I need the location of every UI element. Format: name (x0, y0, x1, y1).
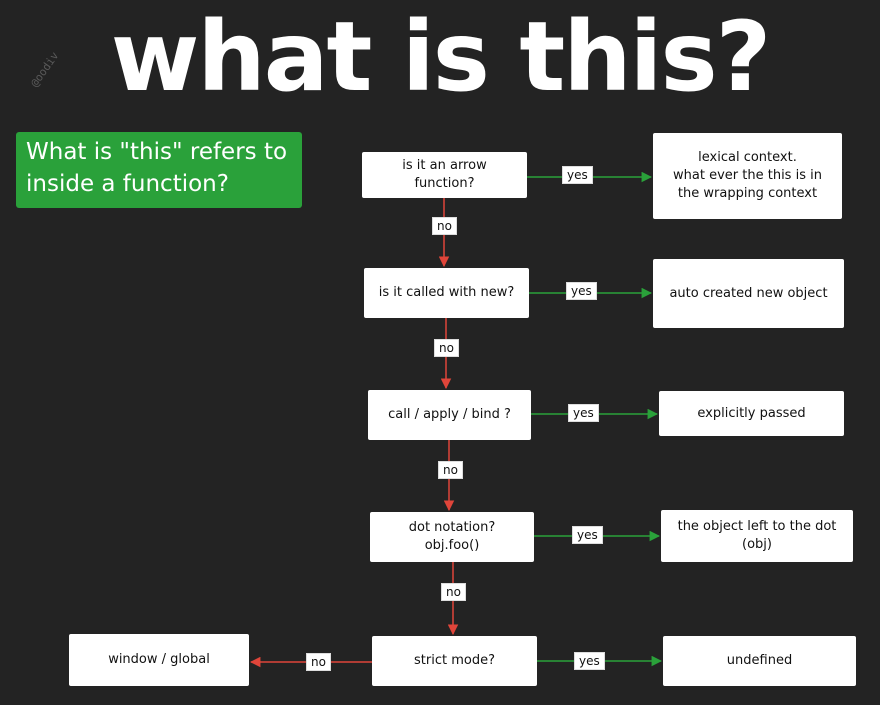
page-title: what is this? (110, 1, 772, 113)
question-banner: What is "this" refers to inside a functi… (16, 132, 302, 208)
step-3-answer: explicitly passed (659, 391, 844, 436)
no-label-1: no (432, 217, 457, 235)
step-2-answer: auto created new object (653, 259, 844, 328)
step-5-answer: undefined (663, 636, 856, 686)
fallback-answer: window / global (69, 634, 249, 686)
yes-label-3: yes (568, 404, 599, 422)
no-label-3: no (438, 461, 463, 479)
step-4-answer: the object left to the dot (obj) (661, 510, 853, 562)
no-label-4: no (441, 583, 466, 601)
step-5-question: strict mode? (372, 636, 537, 686)
yes-label-2: yes (566, 282, 597, 300)
yes-label-5: yes (574, 652, 605, 670)
no-label-5: no (306, 653, 331, 671)
yes-label-4: yes (572, 526, 603, 544)
step-1-question: is it an arrow function? (362, 152, 527, 198)
no-label-2: no (434, 339, 459, 357)
yes-label-1: yes (562, 166, 593, 184)
step-2-question: is it called with new? (364, 268, 529, 318)
step-3-question: call / apply / bind ? (368, 390, 531, 440)
step-1-answer: lexical context. what ever the this is i… (653, 133, 842, 219)
step-4-question: dot notation? obj.foo() (370, 512, 534, 562)
